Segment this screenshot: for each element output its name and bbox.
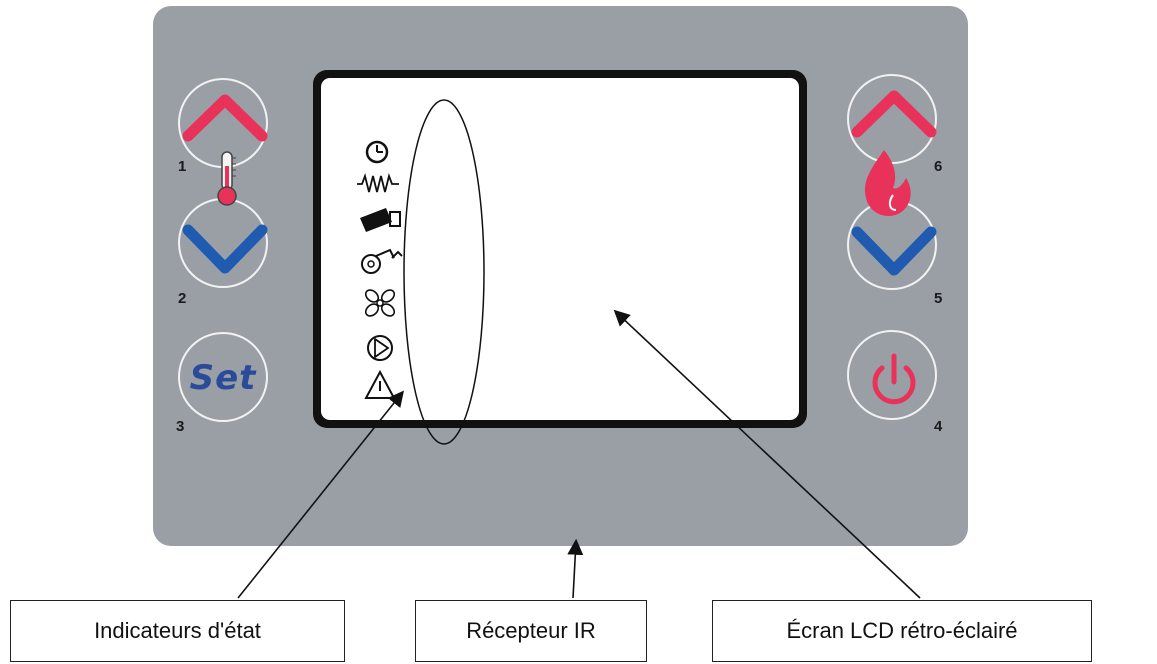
power-button[interactable] xyxy=(847,330,937,420)
callout-ir-text: Récepteur IR xyxy=(466,618,596,643)
callout-status-text: Indicateurs d'état xyxy=(94,618,261,643)
arrow-ir-receiver xyxy=(567,538,584,599)
button-number-4: 4 xyxy=(934,418,943,435)
lcd-display-area xyxy=(321,78,799,420)
power-level-up-button[interactable] xyxy=(847,74,937,164)
set-label: Set xyxy=(189,358,257,398)
chevron-up-icon xyxy=(182,94,268,142)
power-level-down-button[interactable] xyxy=(847,200,937,290)
button-number-6: 6 xyxy=(934,158,943,175)
button-number-3: 3 xyxy=(176,418,185,435)
chevron-up-icon xyxy=(851,90,937,138)
callout-lcd-screen: Écran LCD rétro-éclairé xyxy=(712,600,1092,662)
callout-ir-receiver: Récepteur IR xyxy=(415,600,647,662)
button-number-1: 1 xyxy=(178,158,187,175)
chevron-down-icon xyxy=(182,224,268,274)
callout-lcd-text: Écran LCD rétro-éclairé xyxy=(786,618,1018,643)
temperature-down-button[interactable] xyxy=(178,198,268,288)
button-number-5: 5 xyxy=(934,290,943,307)
button-number-2: 2 xyxy=(178,290,187,307)
temperature-up-button[interactable] xyxy=(178,78,268,168)
set-button[interactable]: Set xyxy=(178,332,268,422)
chevron-down-icon xyxy=(851,226,937,276)
callout-status-indicators: Indicateurs d'état xyxy=(10,600,345,662)
lcd-screen xyxy=(313,70,807,428)
power-icon xyxy=(872,353,916,405)
